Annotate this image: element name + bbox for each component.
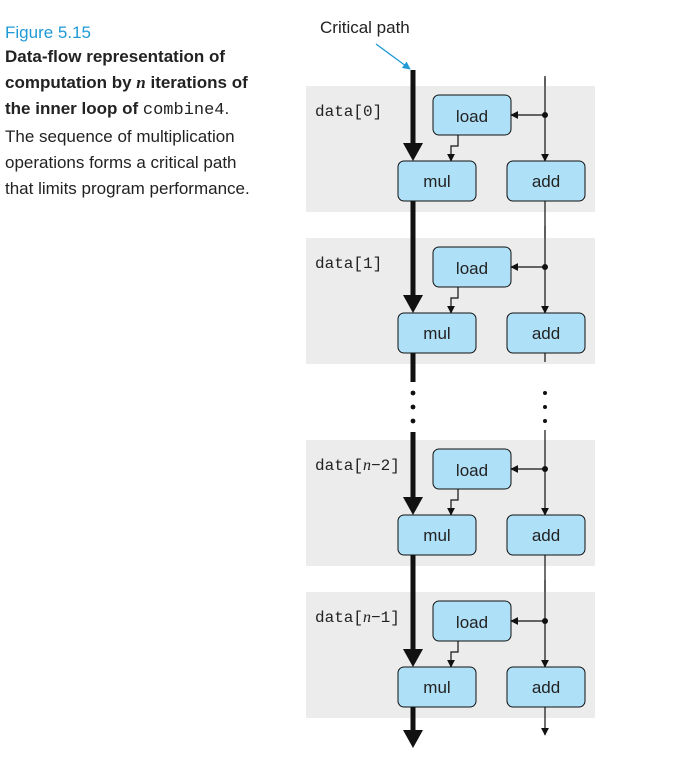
label-prefix: data[ [315, 457, 363, 475]
label-variable: n [363, 457, 371, 474]
critical-path-arrowhead [403, 730, 423, 748]
mul-box [397, 312, 477, 354]
caption-body: The sequence of multiplication operation… [5, 127, 250, 198]
add-label: add [532, 324, 560, 343]
mul-label: mul [423, 526, 450, 545]
ellipsis-dot [410, 418, 416, 424]
data-element-label: data[n−2] [315, 457, 400, 475]
critical-path-arrowhead [403, 497, 423, 515]
label-prefix: data[ [315, 609, 363, 627]
critical-path-arrowhead [403, 143, 423, 161]
ellipsis-dot [543, 419, 547, 423]
mul-label: mul [423, 324, 450, 343]
mul-label: mul [423, 678, 450, 697]
label-variable: n [363, 609, 371, 626]
load-label: load [456, 107, 488, 126]
figure-caption: Figure 5.15 Data-flow representation of … [5, 22, 255, 202]
critical-path-arrowhead [403, 295, 423, 313]
caption-title: Data-flow representation of computation … [5, 47, 248, 118]
ellipsis-dot [410, 390, 416, 396]
iteration-block: data[1] load mul add [306, 226, 595, 364]
add-label: add [532, 172, 560, 191]
add-label: add [532, 526, 560, 545]
label-suffix: −2] [371, 457, 400, 475]
ellipsis-dot [543, 405, 547, 409]
ellipsis-dot [543, 391, 547, 395]
label-suffix: 1] [363, 255, 382, 273]
add-label: add [532, 678, 560, 697]
figure-caption-text: Data-flow representation of computation … [5, 47, 250, 198]
mul-box [397, 666, 477, 708]
label-prefix: data[ [315, 103, 363, 121]
load-to-mul-arrow [447, 135, 459, 162]
ellipsis-dot [410, 404, 416, 410]
mul-box [397, 514, 477, 556]
load-to-mul-arrow [447, 641, 459, 668]
data-element-label: data[0] [315, 103, 382, 121]
label-prefix: data[ [315, 255, 363, 273]
mul-box [397, 160, 477, 202]
critical-path-arrowhead [403, 649, 423, 667]
load-label: load [456, 461, 488, 480]
data-element-label: data[n−1] [315, 609, 400, 627]
mul-label: mul [423, 172, 450, 191]
figure-number: Figure 5.15 [5, 23, 91, 42]
load-label: load [456, 613, 488, 632]
iteration-block: data[n−2] load mul add [306, 430, 595, 592]
critical-path-label: Critical path [320, 18, 410, 37]
load-to-mul-arrow [447, 287, 459, 314]
caption-code: combine4 [142, 101, 225, 120]
critical-path-pointer [375, 43, 411, 70]
load-to-mul-arrow [447, 489, 459, 516]
iteration-block: data[n−1] load mul add [306, 580, 595, 736]
data-element-label: data[1] [315, 255, 382, 273]
label-suffix: −1] [371, 609, 400, 627]
iteration-block: data[0] load mul add [306, 76, 595, 238]
load-label: load [456, 259, 488, 278]
critical-path [403, 70, 423, 748]
label-suffix: 0] [363, 103, 382, 121]
